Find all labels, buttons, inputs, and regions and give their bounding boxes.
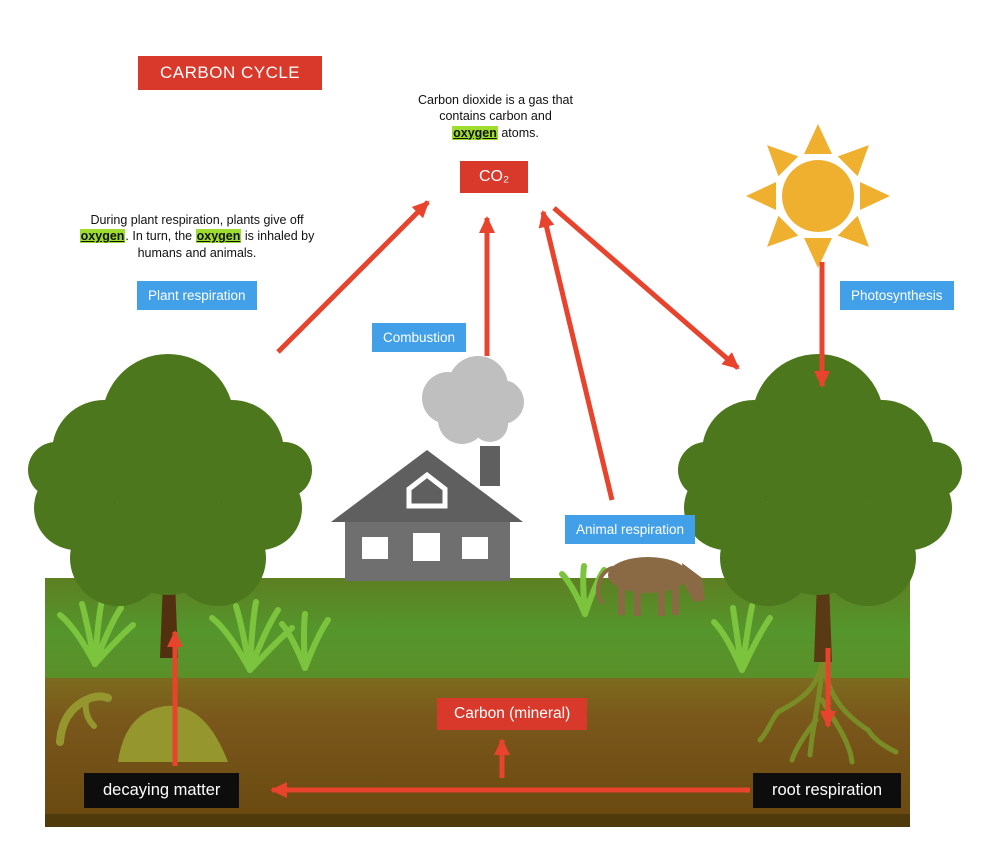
plant-respiration-label: Plant respiration bbox=[137, 281, 257, 310]
plant-note-text-1: During plant respiration, plants give of… bbox=[90, 213, 304, 227]
attic-window bbox=[406, 471, 448, 509]
animal-respiration-label: Animal respiration bbox=[565, 515, 696, 544]
plant-note-text-2: . In turn, the bbox=[125, 229, 196, 244]
window-right bbox=[462, 537, 488, 559]
highlighted-oxygen: oxygen bbox=[195, 229, 242, 244]
highlighted-oxygen: oxygen bbox=[79, 229, 126, 244]
window-left bbox=[362, 537, 388, 559]
tree-right-canopy bbox=[678, 354, 962, 606]
co2-note: Carbon dioxide is a gas that contains ca… bbox=[418, 92, 573, 141]
decaying-matter-label: decaying matter bbox=[84, 773, 240, 808]
chimney bbox=[480, 446, 500, 486]
photosynthesis-label: Photosynthesis bbox=[840, 281, 954, 310]
smoke-cloud bbox=[422, 356, 524, 444]
house-roof bbox=[331, 450, 523, 522]
arrow-animal-respiration bbox=[538, 210, 615, 501]
diagram-title: CARBON CYCLE bbox=[138, 56, 323, 90]
tree-left-canopy bbox=[28, 354, 312, 606]
co2-note-text-1: Carbon dioxide is a gas that contains ca… bbox=[418, 93, 573, 124]
plant-respiration-note: During plant respiration, plants give of… bbox=[71, 212, 323, 261]
soil-base-strip bbox=[45, 814, 910, 827]
co2-label: CO₂ bbox=[460, 161, 529, 193]
plant-note-text-3: is inhaled by humans and animals. bbox=[137, 229, 315, 260]
combustion-label: Combustion bbox=[372, 323, 467, 352]
cow bbox=[595, 557, 705, 616]
sun-icon bbox=[746, 124, 890, 268]
house bbox=[331, 446, 523, 581]
door bbox=[413, 533, 440, 561]
root-respiration-label: root respiration bbox=[753, 773, 902, 808]
arrow-co2-to-tree bbox=[552, 206, 740, 370]
grass-tufts bbox=[57, 563, 773, 673]
tree-right bbox=[678, 354, 962, 662]
carbon-mineral-label: Carbon (mineral) bbox=[437, 698, 588, 730]
co2-note-text-2: atoms. bbox=[497, 125, 539, 140]
flow-arrows bbox=[167, 200, 836, 798]
arrow-plant-respiration bbox=[276, 200, 430, 354]
highlighted-oxygen: oxygen bbox=[452, 125, 498, 140]
